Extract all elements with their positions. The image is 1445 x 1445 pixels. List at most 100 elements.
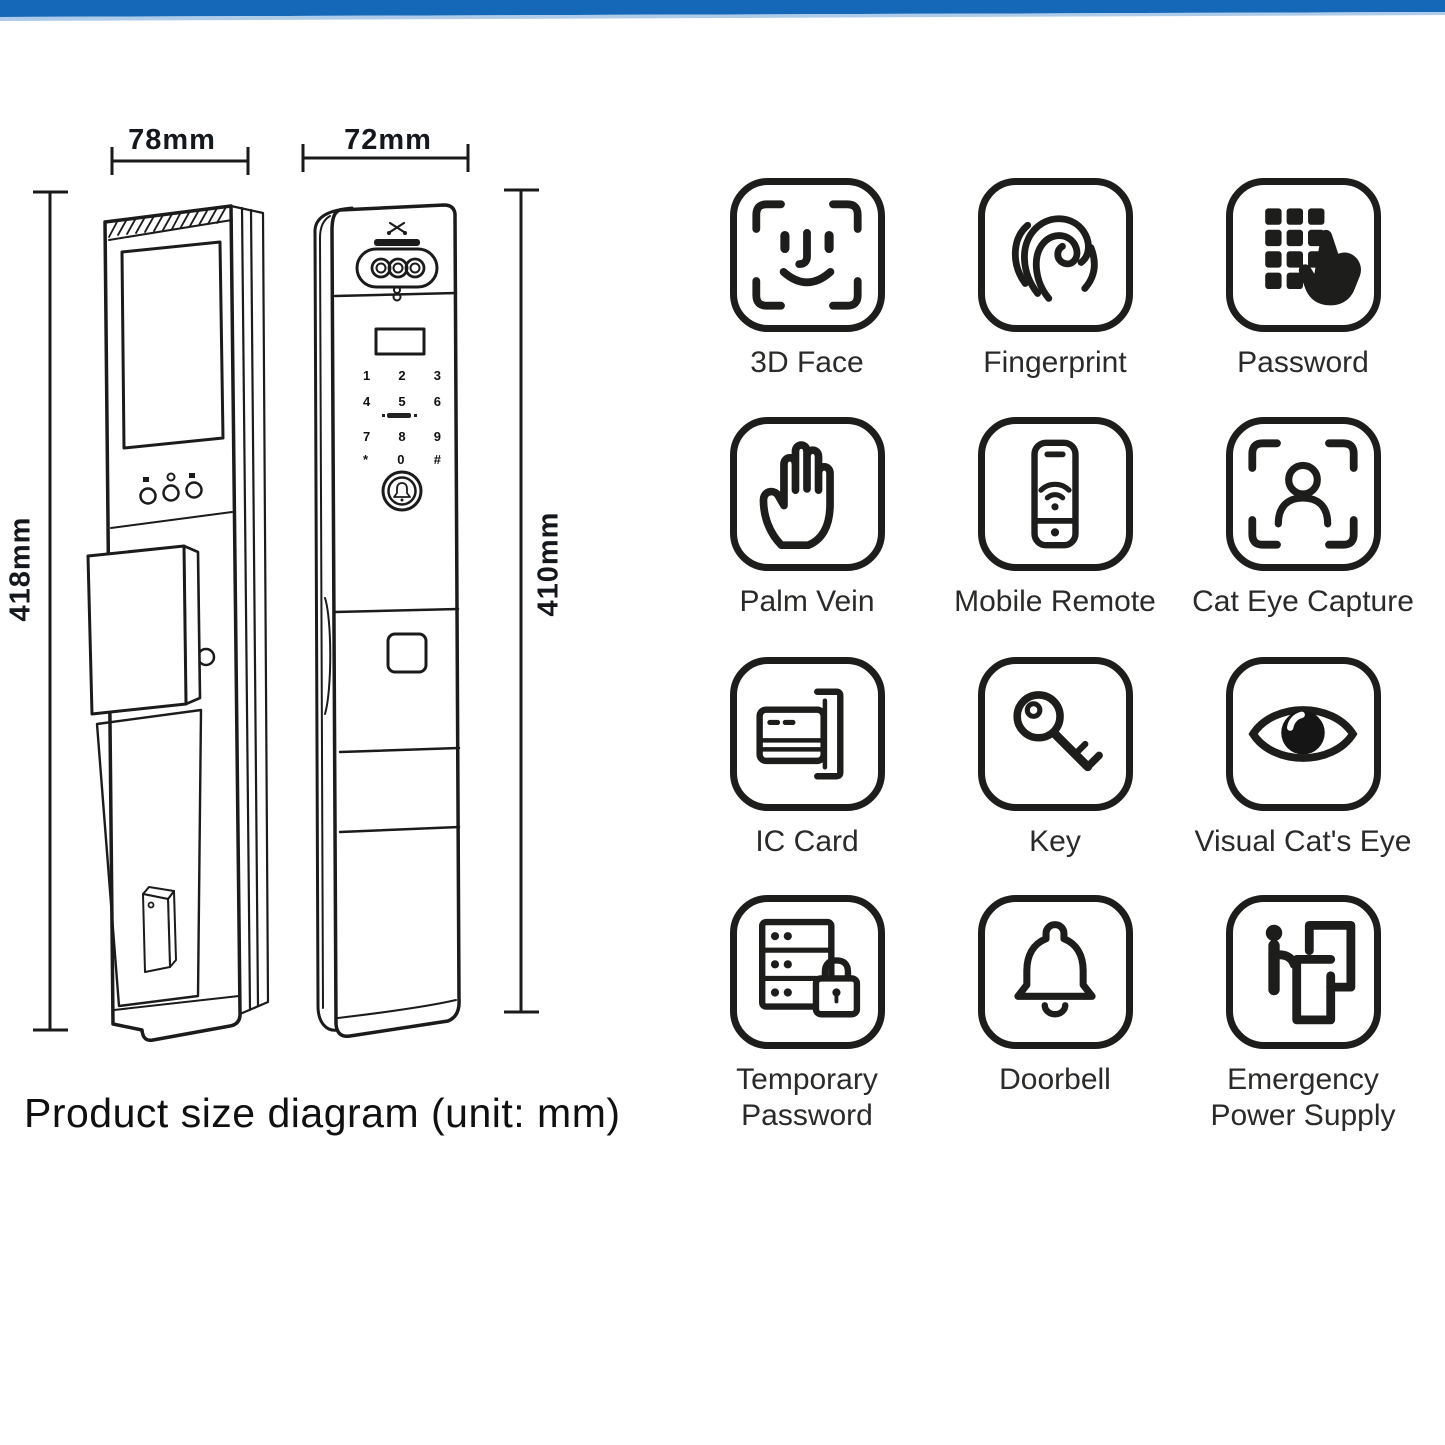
top-banner (0, 0, 1445, 21)
lock2-doorbell-ring (381, 470, 423, 512)
dim-label-front-width: 78mm (128, 124, 216, 156)
lock2-display (374, 327, 426, 356)
lock2-brand-dot-r (414, 414, 417, 417)
lock-lens-bump (196, 647, 216, 667)
keypad-hand-icon (1265, 208, 1361, 306)
keypad-key: 0 (397, 452, 405, 467)
lock2-doorbell-bell (393, 482, 411, 498)
keypad-row-2: 4 5 6 (363, 394, 441, 409)
page-caption: Product size diagram (unit: mm) (24, 1090, 621, 1136)
feature-visual-cats-eye: Visual Cat's Eye (1179, 657, 1427, 895)
feature-3d-face: 3D Face (683, 178, 931, 417)
phone-wifi-icon (1031, 439, 1079, 549)
lock2-mark-8-bottom (392, 292, 402, 302)
lock-top-hatch-edge (108, 219, 233, 241)
keypad-key: 7 (363, 429, 371, 444)
lock2-divider-top (333, 291, 458, 298)
lock2-doorbell-inner (387, 476, 417, 506)
lock2-cam-1-inner (375, 262, 387, 274)
feature-label: Key (1029, 825, 1081, 858)
lock-button-mark-right (189, 473, 195, 478)
lock2-scissor-dot-r (403, 231, 407, 235)
lock2-camera-pill (355, 247, 439, 289)
feature-label: 3D Face (750, 346, 864, 379)
lock2-panel-line-2 (338, 825, 461, 834)
lock2-mark-8-top (393, 286, 401, 294)
lock2-front-face (330, 203, 461, 1038)
lock-latch-dot (147, 901, 155, 909)
lock-top-hatch (108, 206, 227, 238)
feature-fingerprint: Fingerprint (931, 178, 1179, 417)
fingerprint-icon (1011, 215, 1098, 302)
lock-button-right (185, 481, 203, 499)
keypad-row-3: 7 8 9 (363, 429, 441, 444)
keypad-key: 3 (433, 368, 441, 383)
feature-password: Password (1179, 178, 1427, 417)
lock-button-mark-left (143, 477, 149, 482)
ic-card-icon (756, 688, 844, 780)
dimension-lines (33, 144, 539, 1032)
doorbell-icon (1014, 921, 1096, 1018)
lock-divider (110, 511, 233, 529)
feature-key: Key (931, 657, 1179, 895)
dim-label-side-height: 410mm (532, 511, 565, 617)
lock-lower-panel (95, 708, 203, 1008)
keypad-key: 5 (398, 394, 406, 409)
lock2-brand-logo (387, 413, 411, 418)
lock-base-crease (113, 995, 240, 1011)
lock-handle-front (86, 544, 188, 716)
server-lock-icon (759, 918, 861, 1018)
feature-label: Password (1237, 346, 1369, 379)
feature-doorbell: Doorbell (931, 895, 1179, 1165)
keypad-key: 9 (433, 429, 441, 444)
lock-button-left (139, 487, 157, 505)
lock2-divider-mid (333, 607, 460, 614)
lock-latch-front (142, 893, 171, 973)
feature-label: Visual Cat's Eye (1194, 825, 1412, 858)
lock2-side-profile (313, 206, 354, 1032)
keypad-key: # (433, 452, 441, 467)
eye-icon (1248, 706, 1358, 762)
feature-cat-eye-capture: Cat Eye Capture (1179, 417, 1427, 657)
lock2-base-crease (337, 999, 457, 1019)
face-id-icon (752, 200, 862, 310)
keypad-key: 8 (398, 429, 406, 444)
feature-palm-vein: Palm Vein (683, 417, 931, 657)
feature-label: Emergency Power Supply (1210, 1063, 1396, 1132)
lock2-cam-2 (387, 257, 409, 279)
feature-emergency-power: Emergency Power Supply (1179, 895, 1427, 1165)
lock2-panel-line-1 (338, 746, 461, 754)
lock-handle-side (182, 544, 202, 706)
lock-button-mid (162, 484, 180, 502)
lock2-cam-3-inner (409, 262, 421, 274)
lock2-scissor-mark (388, 221, 406, 234)
feature-label: Doorbell (999, 1063, 1111, 1096)
feature-temporary-password: Temporary Password (683, 895, 931, 1165)
feature-label: IC Card (755, 825, 859, 858)
lock2-brand-dot-l (382, 414, 385, 417)
feature-mobile-remote: Mobile Remote (931, 417, 1179, 657)
feature-ic-card: IC Card (683, 657, 931, 895)
keypad-row-4: * 0 # (363, 452, 441, 467)
keypad-key: 4 (363, 394, 371, 409)
lock-side-stack (229, 204, 270, 1016)
feature-grid: 3D Face Fingerprint P (683, 178, 1427, 1165)
keypad-key: * (363, 452, 369, 467)
lock-body (103, 204, 242, 1043)
keypad-row-1: 1 2 3 (363, 368, 441, 383)
lock-screen (120, 240, 225, 450)
person-capture-icon (1248, 439, 1358, 549)
keypad-key: 1 (363, 368, 371, 383)
feature-label: Fingerprint (983, 346, 1127, 379)
lock2-cam-1 (370, 257, 392, 279)
lock2-doorbell-clapper (400, 498, 404, 502)
keypad-key: 2 (398, 368, 406, 383)
lock2-cam-2-inner (392, 262, 404, 274)
lock2-camera-bar (374, 239, 420, 246)
lock2-sensor (386, 632, 428, 674)
feature-label: Mobile Remote (954, 585, 1156, 618)
front-lock-drawing (86, 204, 270, 1043)
lock-button-mark-mid (166, 472, 176, 482)
side-lock-drawing (313, 203, 461, 1038)
dim-label-side-width: 72mm (344, 124, 432, 156)
